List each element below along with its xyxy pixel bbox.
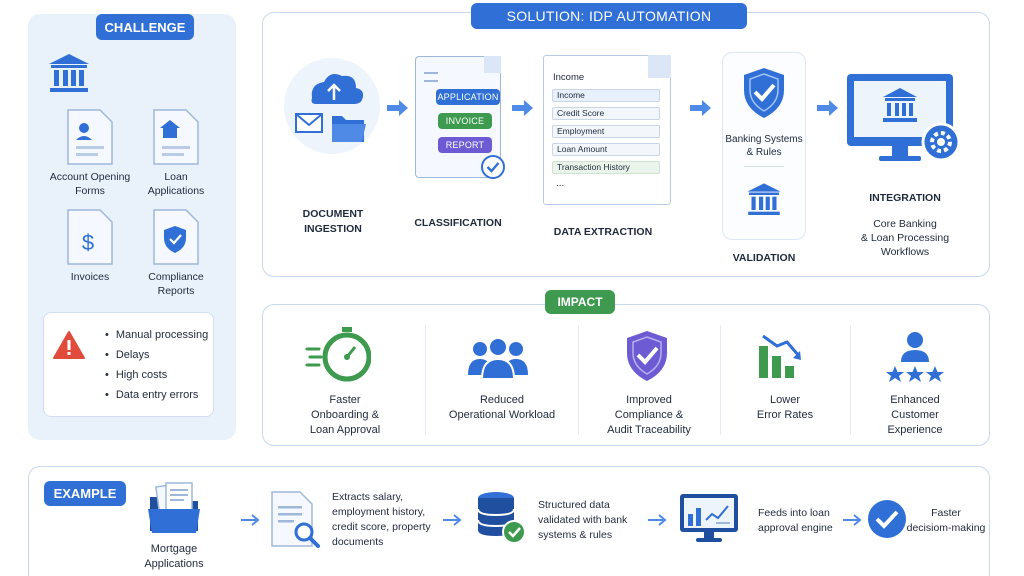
check-circle-icon: [868, 500, 906, 538]
field-transaction-history: Transaction History: [552, 161, 660, 174]
impact-title: IMPACT: [545, 290, 615, 314]
folder-documents-icon: [148, 482, 200, 533]
impact-panel: [262, 304, 990, 446]
challenge-title: CHALLENGE: [96, 14, 194, 40]
validation-divider: [744, 166, 784, 167]
shield-document-icon: [153, 209, 199, 265]
chip-report: REPORT: [438, 137, 492, 153]
step-label-validation: VALIDATION: [732, 252, 796, 264]
chip-invoice: INVOICE: [438, 113, 492, 129]
document-fold: [648, 55, 671, 78]
chip-application: APPLICATION: [436, 89, 500, 105]
issues-list: Manual processing Delays High costs Data…: [105, 325, 208, 405]
customer-stars-icon: [886, 332, 944, 382]
bank-icon: [747, 183, 781, 215]
arrow-right-icon: [817, 100, 838, 116]
svg-text:$: $: [82, 230, 94, 255]
bar-chart-down-icon: [759, 334, 801, 378]
cloud-ingestion-icon: [284, 58, 380, 154]
monitor-chart-icon: [680, 494, 738, 542]
shield-check-icon: [744, 68, 784, 118]
shield-check-icon: [627, 331, 667, 381]
database-check-icon: [477, 492, 526, 544]
impact-divider: [720, 325, 721, 435]
list-item: Manual processing: [105, 325, 208, 345]
step-label-extraction: DATA EXTRACTION: [553, 226, 653, 238]
bank-icon: [49, 54, 89, 92]
example-text-extracts: Extracts salary,employment history,credi…: [332, 491, 431, 548]
extraction-title: Income: [553, 72, 585, 83]
field-more: ...: [556, 178, 565, 189]
impact-divider: [850, 325, 851, 435]
dollar-document-icon: $: [67, 209, 113, 265]
validation-label: Banking Systems& Rules: [725, 134, 803, 158]
document-fold: [484, 56, 501, 73]
impact-divider: [578, 325, 579, 435]
user-document-icon: [67, 109, 113, 165]
field-employment: Employment: [552, 125, 660, 138]
impact-divider: [425, 325, 426, 435]
example-panel: [28, 466, 990, 576]
document-corner-lines: [424, 72, 438, 82]
list-item: Data entry errors: [105, 385, 208, 405]
field-loan-amount: Loan Amount: [552, 143, 660, 156]
arrow-right-icon: [843, 514, 862, 526]
field-income: Income: [552, 89, 660, 102]
document-search-icon: [271, 491, 320, 548]
arrow-right-icon: [443, 514, 462, 526]
arrow-right-icon: [512, 100, 533, 116]
doc-label-invoices: Invoices: [70, 271, 110, 283]
team-icon: [468, 337, 528, 380]
step-label-classification: CLASSIFICATION: [414, 217, 502, 229]
solution-title: SOLUTION: IDP AUTOMATION: [471, 3, 747, 29]
example-title: EXAMPLE: [44, 481, 126, 506]
stopwatch-icon: [305, 327, 371, 382]
field-credit-score: Credit Score: [552, 107, 660, 120]
step-label-integration: INTEGRATION: [869, 192, 941, 204]
list-item: High costs: [105, 365, 208, 385]
list-item: Delays: [105, 345, 208, 365]
check-circle-icon: [481, 155, 505, 179]
arrow-right-icon: [648, 514, 667, 526]
warning-icon: [53, 331, 85, 359]
house-document-icon: [153, 109, 199, 165]
monitor-gear-icon: [847, 74, 961, 162]
arrow-right-icon: [387, 100, 408, 116]
arrow-right-icon: [241, 514, 260, 526]
arrow-right-icon: [690, 100, 711, 116]
